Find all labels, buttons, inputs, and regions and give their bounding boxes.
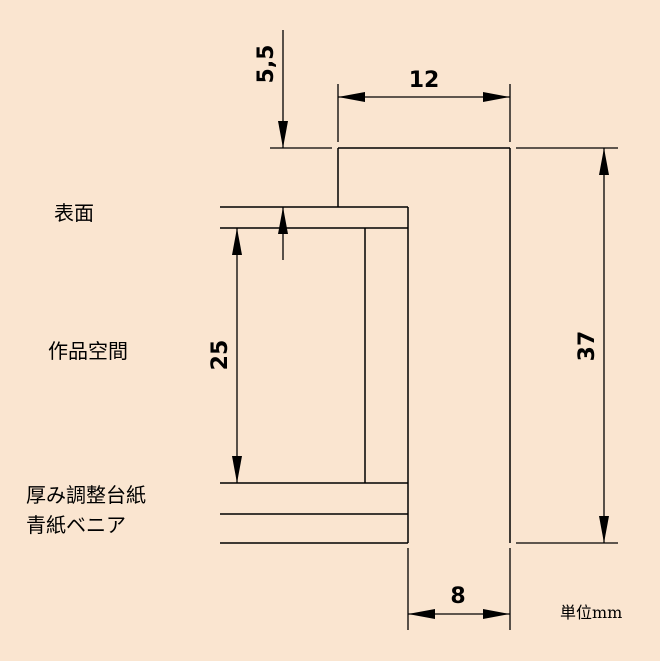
arrow-up [232,228,242,255]
arrow-down [232,456,242,483]
dimension-total-height: 37 [516,147,618,544]
dim-label-total-height: 37 [575,331,600,362]
dim-label-inner-height: 25 [208,340,233,371]
label-unit: 単位mm [560,603,622,622]
label-blue-paper: 青紙ベニア [26,513,126,537]
label-thickness-board: 厚み調整台紙 [26,483,146,507]
arrow-down [599,516,609,543]
dim-label-top-offset: 5,5 [254,45,279,84]
arrow-up [278,207,288,234]
arrow-right [483,92,510,102]
frame-outline [337,147,511,543]
arrow-right [483,609,510,619]
dim-label-bottom-width: 8 [450,584,465,609]
arrow-down [278,121,288,148]
dimension-bottom-width: 8 [407,548,511,630]
arrow-left [408,609,435,619]
dim-label-depth: 12 [409,68,440,93]
dimension-depth: 12 [337,68,511,142]
label-work-space: 作品空間 [48,339,128,363]
layer-lines [220,206,408,544]
arrow-left [338,92,365,102]
arrow-up [599,148,609,175]
label-surface: 表面 [54,201,94,225]
dimension-inner-height: 25 [208,228,242,483]
dimension-top-offset: 5,5 [254,30,332,260]
